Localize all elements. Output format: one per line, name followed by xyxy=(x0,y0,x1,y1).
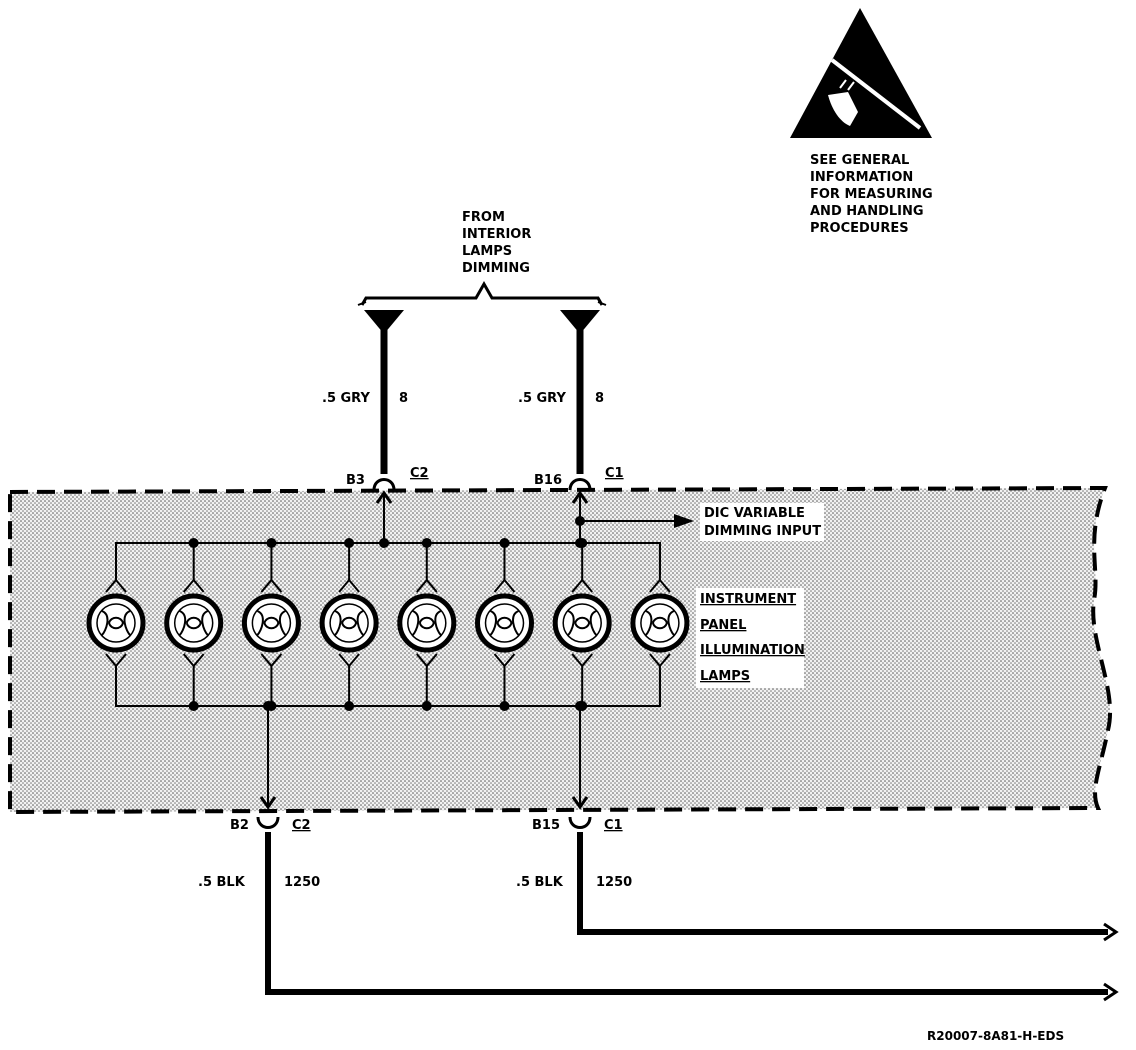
wire-size-color-label: .5 GRY xyxy=(322,391,370,406)
bus-junction-dot xyxy=(421,538,432,548)
lamp-array xyxy=(86,538,690,711)
arrow-right-icon xyxy=(674,514,694,528)
connector-top-right xyxy=(568,478,592,504)
bus-junction-dot xyxy=(499,701,510,711)
lamp-group-label: INSTRUMENT xyxy=(700,592,796,607)
pin-label: B15 xyxy=(532,818,560,833)
lamp-group-label: ILLUMINATION xyxy=(700,643,805,658)
lamp-bulb-icon xyxy=(552,543,612,706)
lamp-group-label: LAMPS xyxy=(700,669,750,684)
esd-notice-line: AND HANDLING xyxy=(810,204,924,219)
feed-junction-dot xyxy=(379,538,389,548)
bus-junction-dot xyxy=(421,701,432,711)
source-bracket xyxy=(357,280,607,306)
wire-blk-right xyxy=(577,832,1108,935)
esd-warning-icon xyxy=(790,8,932,138)
connector-bottom-right xyxy=(568,796,592,829)
wire-size-color-label: .5 BLK xyxy=(198,875,246,890)
bus-junction-dot xyxy=(188,701,199,711)
source-label-line: DIMMING xyxy=(462,261,530,276)
source-label-line: LAMPS xyxy=(462,244,512,259)
esd-notice-line: FOR MEASURING xyxy=(810,187,933,202)
splice-triangle-left xyxy=(364,310,404,334)
bus-junction-dot xyxy=(266,538,277,548)
instrument-cluster-housing xyxy=(8,485,1113,815)
bus-junction-dot xyxy=(344,538,355,548)
esd-notice: SEE GENERAL INFORMATION FOR MEASURING AN… xyxy=(810,153,933,236)
dic-input-label: DIMMING INPUT xyxy=(704,524,821,539)
diagram-code: R20007-8A81-H-EDS xyxy=(927,1029,1064,1043)
connector-label: C2 xyxy=(410,466,429,481)
esd-notice-line: INFORMATION xyxy=(810,170,913,185)
wire-circuit-label: 1250 xyxy=(284,875,320,890)
lamp-group-label: PANEL xyxy=(700,618,746,633)
wire-continuation-icon xyxy=(1103,922,1119,942)
connector-label: C2 xyxy=(292,818,311,833)
lamp-bulb-icon xyxy=(475,543,534,706)
splice-triangle-right xyxy=(560,310,600,334)
pin-label: B3 xyxy=(346,473,365,488)
wire-size-color-label: .5 GRY xyxy=(518,391,566,406)
feed-junction-dot xyxy=(575,538,585,548)
lamp-bulb-icon xyxy=(397,543,457,706)
lamp-bulb-icon xyxy=(319,543,379,706)
lamp-bulb-icon xyxy=(86,543,146,706)
source-label-line: INTERIOR xyxy=(462,227,531,242)
dic-label-bg xyxy=(700,503,824,541)
connector-bottom-left xyxy=(256,796,280,829)
lamp-label-bg xyxy=(696,588,804,688)
connector-top-left xyxy=(372,478,396,504)
wire-continuation-icon xyxy=(1103,982,1119,1002)
bus-junction-dot xyxy=(344,701,355,711)
dic-input-label: DIC VARIABLE xyxy=(704,506,805,521)
source-label: FROM INTERIOR LAMPS DIMMING xyxy=(462,210,531,276)
wire-circuit-label: 8 xyxy=(399,391,408,406)
connector-label: C1 xyxy=(605,466,624,481)
wire-circuit-label: 1250 xyxy=(596,875,632,890)
lamp-bulb-icon xyxy=(241,543,301,706)
connector-label: C1 xyxy=(604,818,623,833)
lamp-bulb-icon xyxy=(164,543,224,706)
wire-circuit-label: 8 xyxy=(595,391,604,406)
wire-size-color-label: .5 BLK xyxy=(516,875,564,890)
esd-notice-line: PROCEDURES xyxy=(810,221,909,236)
wire-blk-left xyxy=(265,832,1108,995)
pin-label: B2 xyxy=(230,818,249,833)
source-label-line: FROM xyxy=(462,210,505,225)
lamp-bulb-icon xyxy=(630,543,690,706)
pin-label: B16 xyxy=(534,473,562,488)
bus-junction-dot xyxy=(499,538,510,548)
esd-notice-line: SEE GENERAL xyxy=(810,153,909,168)
bus-junction-dot xyxy=(188,538,199,548)
